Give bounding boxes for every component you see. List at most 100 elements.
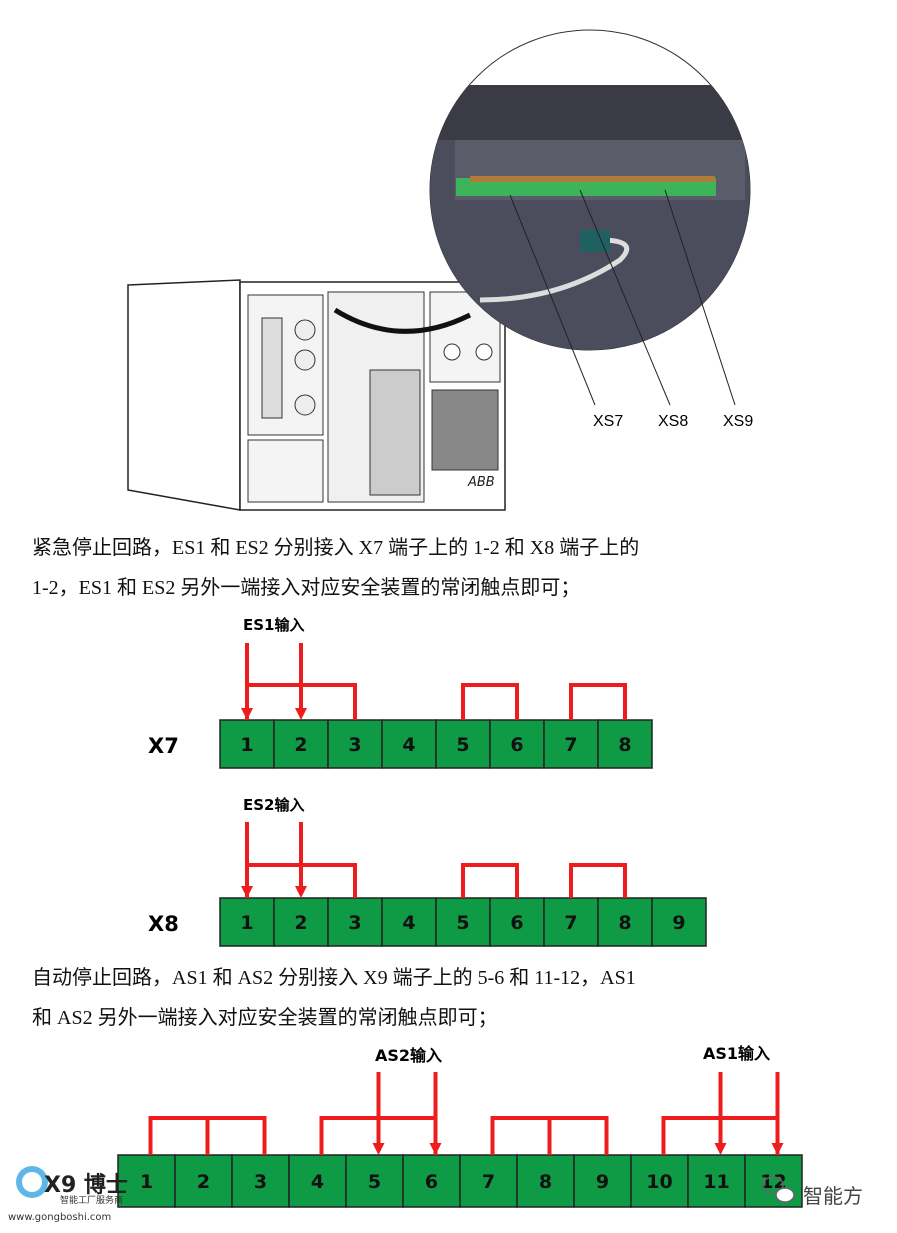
controller-illustration: ABB [127,279,506,511]
terminal-number: 8 [618,734,631,756]
terminal-number: 3 [254,1171,267,1193]
terminal-number: 11 [703,1171,729,1193]
terminal-5: 5 [435,719,491,769]
terminal-cell [288,1154,347,1208]
x9-boshi-logo: X9 博士 智能工厂服务商 www.gongboshi.com [8,1166,128,1223]
jumper-wire [461,863,519,898]
terminal-cell [219,897,275,947]
terminal-number: 10 [646,1171,672,1193]
es2-input-label: ES2输入 [243,796,305,814]
arrow-head [295,708,307,720]
x8-label: X8 [148,912,179,936]
terminal-cell [231,1154,290,1208]
svg-text:X9 博士: X9 博士 [44,1172,128,1198]
arrow-head [714,1143,727,1155]
arrow-head [295,886,307,898]
terminal-number: 5 [456,912,469,934]
terminal-1: 1 [117,1154,176,1208]
terminal-11: 11 [687,1154,746,1208]
arrow-head [372,1143,385,1155]
terminal-2: 2 [273,897,329,947]
es1-input-label: ES1输入 [243,616,305,634]
terminal-number: 4 [402,734,415,756]
label-xs7: XS7 [593,413,623,430]
terminal-number: 8 [539,1171,552,1193]
zoom-inset [429,29,751,406]
terminal-number: 1 [240,912,253,934]
terminal-number: 5 [456,734,469,756]
terminal-number: 7 [564,912,577,934]
terminal-2: 2 [174,1154,233,1208]
terminal-cell [489,897,545,947]
terminal-number: 7 [482,1171,495,1193]
terminal-cell [489,719,545,769]
terminal-6: 6 [489,719,545,769]
jumper-wire [569,863,627,898]
terminal-7: 7 [543,719,599,769]
terminal-number: 9 [596,1171,609,1193]
terminal-number: 5 [368,1171,381,1193]
as2-input-label: AS2输入 [375,1046,442,1065]
wechat-icon [762,1176,795,1203]
terminal-cell [543,719,599,769]
terminal-number: 8 [618,912,631,934]
arrow-head [241,886,253,898]
paragraph2-line1: 自动停止回路，AS1 和 AS2 分别接入 X9 端子上的 5-6 和 11-1… [32,967,636,989]
arrow-head [771,1143,784,1155]
terminal-cell [435,719,491,769]
terminal-9: 9 [651,897,707,947]
terminal-10: 10 [630,1154,689,1208]
logo-tagline: 智能工厂服务商 [60,1194,123,1206]
terminal-4: 4 [288,1154,347,1208]
terminal-3: 3 [327,719,383,769]
terminal-6: 6 [489,897,545,947]
terminal-3: 3 [231,1154,290,1208]
terminal-5: 5 [345,1154,404,1208]
terminal-1: 1 [219,897,275,947]
label-xs9: XS9 [723,413,753,430]
terminal-number: 2 [197,1171,210,1193]
jumper-wire [569,683,627,720]
terminal-12: 12 [744,1154,803,1208]
terminal-number: 1 [240,734,253,756]
terminal-5: 5 [435,897,491,947]
terminal-number: 9 [672,912,685,934]
terminal-7: 7 [459,1154,518,1208]
terminal-number: 4 [402,912,415,934]
jumper-wire [461,683,519,720]
abb-logo: ABB [467,475,495,490]
terminal-number: 7 [564,734,577,756]
terminal-8: 8 [597,897,653,947]
terminal-8: 8 [516,1154,575,1208]
terminal-number: 3 [348,912,361,934]
terminal-3: 3 [327,897,383,947]
terminal-number: 2 [294,912,307,934]
terminal-number: 6 [425,1171,438,1193]
terminal-number: 3 [348,734,361,756]
terminal-cell [381,897,437,947]
terminal-cell [651,897,707,947]
terminal-2: 2 [273,719,329,769]
paragraph1-line2: 1-2，ES1 和 ES2 另外一端接入对应安全装置的常闭触点即可； [32,577,581,599]
terminal-cell [117,1154,176,1208]
terminal-cell [516,1154,575,1208]
terminal-cell [327,897,383,947]
arrow-head [429,1143,442,1155]
as1-input-label: AS1输入 [703,1044,770,1063]
terminal-8: 8 [597,719,653,769]
terminal-1: 1 [219,719,275,769]
terminal-7: 7 [543,897,599,947]
paragraph2-line2: 和 AS2 另外一端接入对应安全装置的常闭触点即可； [32,1007,498,1029]
x7-label: X7 [148,734,179,758]
terminal-number: 12 [760,1171,786,1193]
terminal-9: 9 [573,1154,632,1208]
label-xs8: XS8 [658,413,688,430]
terminal-number: 1 [140,1171,153,1193]
wechat-account-name: 智能方 [803,1184,863,1208]
terminal-4: 4 [381,719,437,769]
terminal-cell [174,1154,233,1208]
